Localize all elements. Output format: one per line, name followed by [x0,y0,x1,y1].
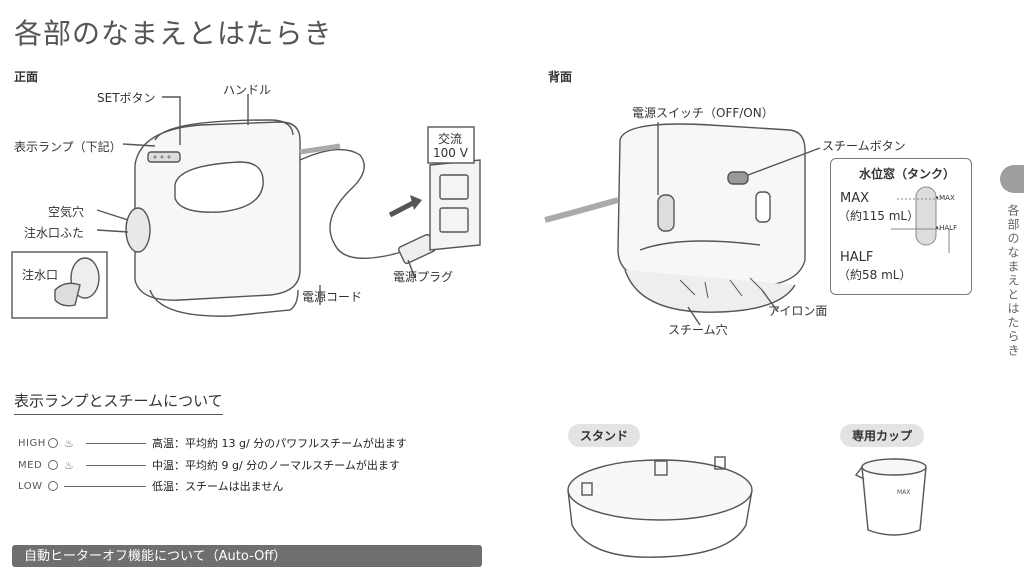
label-half: HALF [840,250,874,265]
lamp-row-low: LOW 低温：スチームは出ません [18,477,283,495]
lamp-indicator-icon [48,438,58,448]
lamp-name-med: MED [18,459,43,471]
stand-illustration [567,456,753,558]
label-steam-holes: スチーム穴 [668,323,728,337]
lamp-name-high: HIGH [18,437,46,449]
auto-off-heading-bar: 自動ヒーターオフ機能について（Auto-Off） [12,545,482,567]
leader-line [64,485,146,487]
front-heading: 正面 [14,70,39,84]
water-level-title: 水位窓（タンク） [859,167,956,181]
label-max: MAX [840,191,870,206]
lamp-row-med: MED ♨ 中温：平均約 9 g/ 分のノーマルスチームが出ます [18,456,400,474]
label-ac-line2: 100 V [433,146,468,160]
stand-label: スタンド [568,424,641,447]
label-power-cord: 電源コード [302,290,363,304]
water-level-gauge [891,186,950,253]
lamp-desc-med: 中温：平均約 9 g/ 分のノーマルスチームが出ます [152,459,400,472]
side-tab-marker [1000,165,1024,193]
lamp-row-high: HIGH ♨ 高温：平均約 13 g/ 分のパワフルスチームが出ます [18,434,407,452]
steam-normal-icon: ♨ [64,458,74,472]
label-steam-button: スチームボタン [822,139,906,153]
lamp-indicator-icon [48,460,58,470]
cup-max-mark: MAX [897,489,911,496]
label-max-volume: （約115 mL） [838,209,920,223]
label-display-lamp: 表示ランプ（下記） [14,140,122,154]
label-inlet: 注水口 [22,268,59,282]
label-ac-line1: 交流 [438,132,463,146]
label-inlet-cap: 注水口ふた [24,226,85,240]
back-diagram [544,122,821,326]
gauge-max-mark: •MAX [935,194,955,202]
side-label: 各部のなまえとはたらき [1006,204,1020,358]
front-diagram [11,94,481,319]
label-handle: ハンドル [223,83,272,97]
cup-label: 専用カップ [840,424,925,447]
label-half-volume: （約58 mL） [838,268,912,282]
lamp-indicator-icon [48,481,58,491]
lamp-desc-low: 低温：スチームは出ません [152,480,284,493]
leader-line [86,464,146,466]
leader-line [86,442,146,444]
water-level-box: 水位窓（タンク） •MAX •HALF [830,158,972,295]
steam-strong-icon: ♨ [64,436,74,450]
label-plug: 電源プラグ [393,270,454,284]
back-heading: 背面 [548,70,573,84]
label-air-hole: 空気穴 [48,205,85,219]
cup-illustration [854,458,927,536]
auto-off-heading: 自動ヒーターオフ機能について（Auto-Off） [24,549,287,564]
lamps-heading: 表示ランプとスチームについて [14,390,223,415]
lamp-name-low: LOW [18,480,43,492]
gauge-half-mark: •HALF [935,224,958,232]
label-power-switch: 電源スイッチ（OFF/ON） [632,106,774,120]
lamp-desc-high: 高温：平均約 13 g/ 分のパワフルスチームが出ます [152,437,407,450]
page-title: 各部のなまえとはたらき [14,17,333,50]
label-iron-face: アイロン面 [768,304,828,318]
label-set-button: SETボタン [97,91,156,105]
